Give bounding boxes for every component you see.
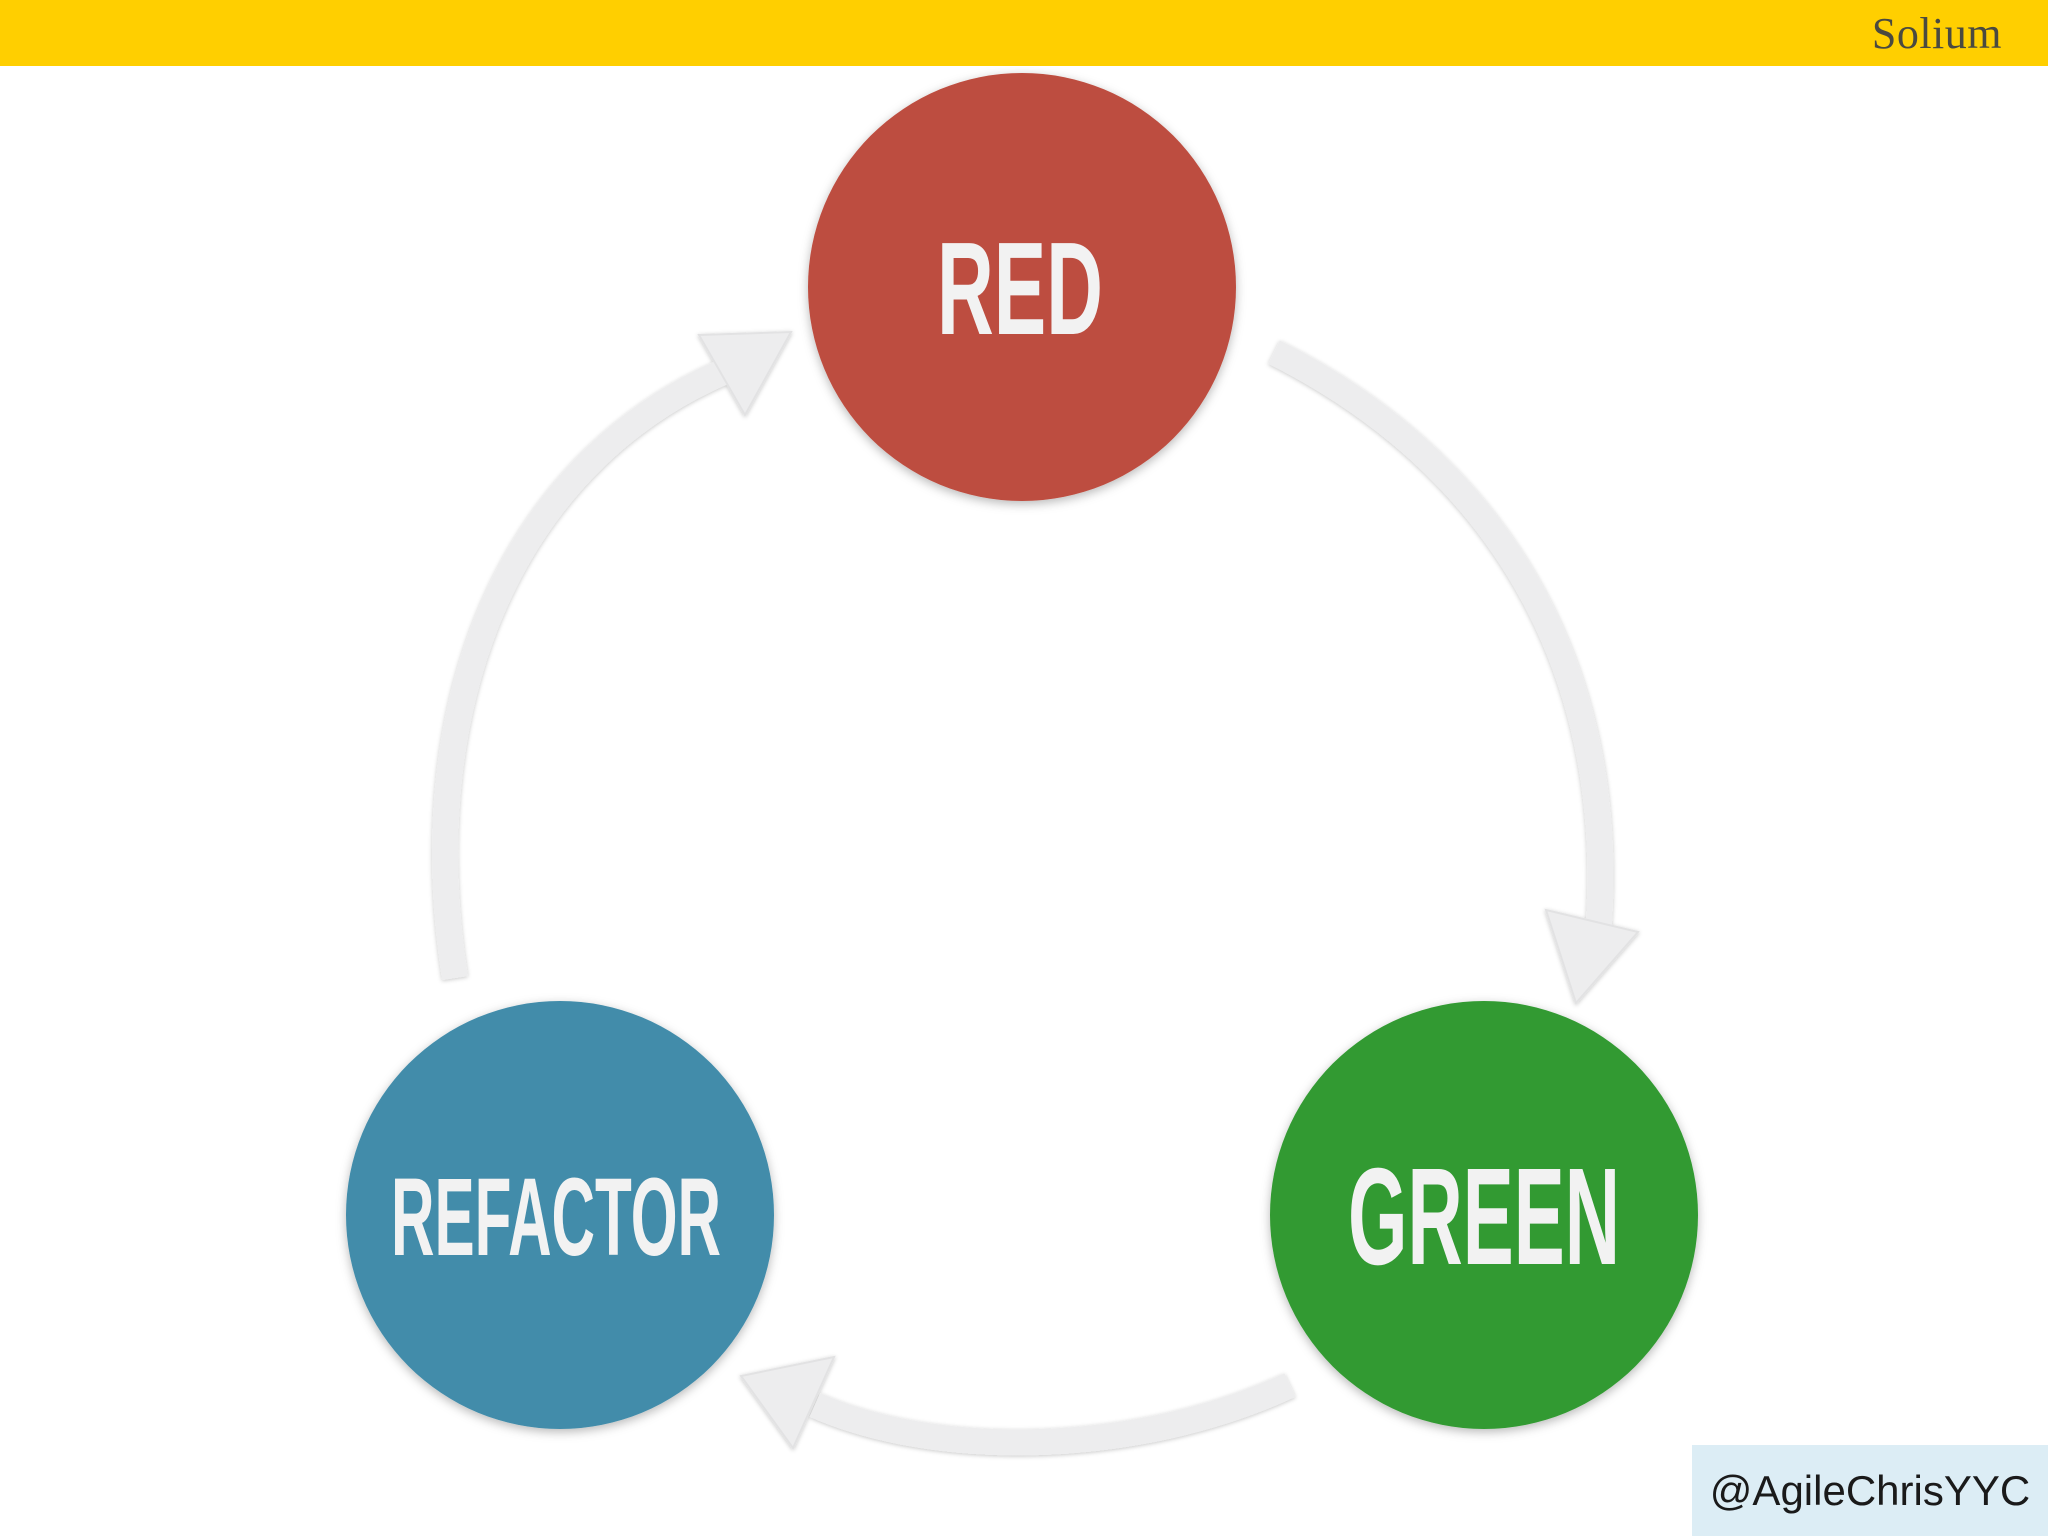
brand-logo: Solium <box>1871 9 2002 58</box>
node-green: GREEN <box>1270 1001 1698 1429</box>
twitter-handle-box: @AgileChrisYYC <box>1692 1445 2048 1536</box>
arrow-refactor-to-red <box>432 330 793 981</box>
node-red: RED <box>808 73 1236 501</box>
arrow-green-to-refactor <box>739 1355 1296 1456</box>
arrow-red-to-green <box>1268 340 1640 1005</box>
node-green-label: GREEN <box>1348 1140 1620 1294</box>
node-refactor: REFACTOR <box>346 1001 774 1429</box>
twitter-handle: @AgileChrisYYC <box>1709 1466 2031 1514</box>
node-red-label: RED <box>937 215 1103 362</box>
header-bar: Solium <box>0 0 2048 66</box>
node-refactor-label: REFACTOR <box>391 1156 721 1279</box>
